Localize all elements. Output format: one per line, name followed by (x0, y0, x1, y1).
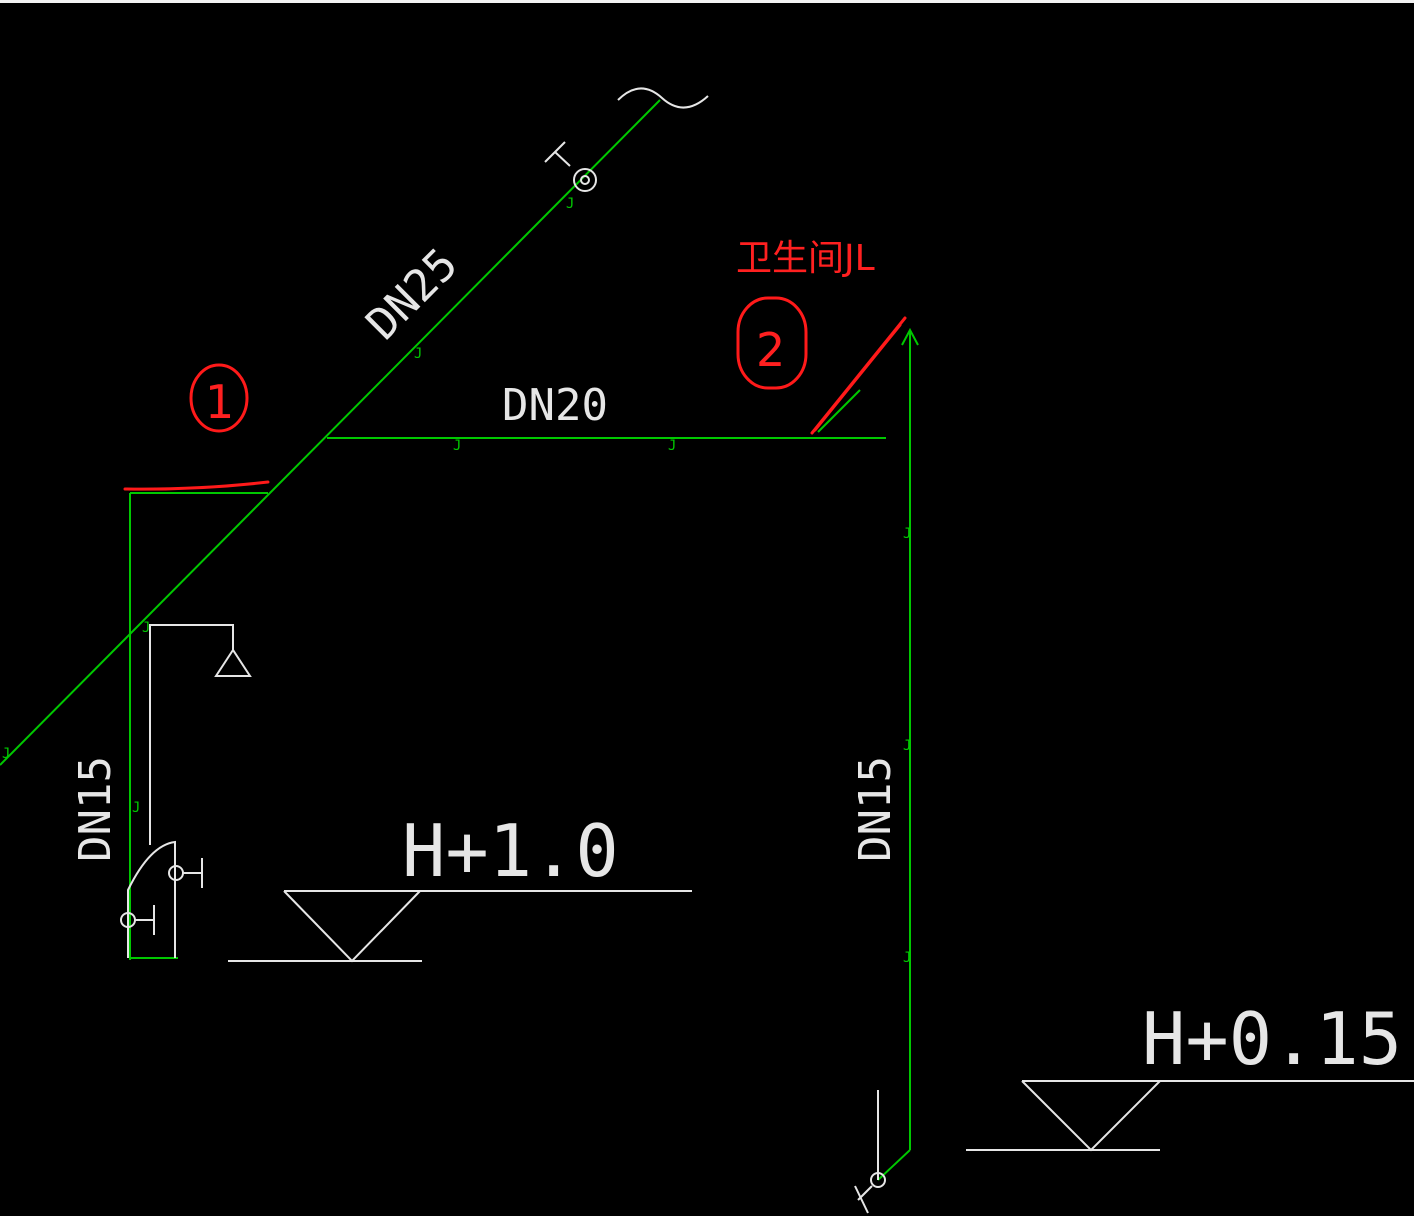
pipe-marker-j: J (142, 620, 150, 636)
mixer-body-icon[interactable] (127, 840, 176, 958)
markup-circle-2 (736, 296, 808, 390)
left-drop-size-label: DN15 (70, 756, 121, 862)
pipe-marker-j: J (132, 800, 140, 816)
valve-handle (544, 141, 566, 163)
pipe-marker-j: J (453, 438, 461, 454)
markup-number-2: 2 (756, 323, 785, 377)
branch-stub-pipe[interactable] (817, 389, 861, 433)
valve-center-icon (580, 175, 590, 185)
break-symbol-icon (617, 87, 709, 109)
main-riser-size-label: DN25 (357, 239, 468, 350)
markup-title-label: 卫生间JL (736, 238, 875, 279)
pipe-marker-j: J (903, 738, 911, 754)
bottom-valve-handle (854, 1185, 869, 1214)
pipe-marker-j: J (566, 196, 574, 212)
elevation-2-triangle-icon (1021, 1080, 1161, 1152)
window-top-border (0, 0, 1414, 3)
right-drop-size-label: DN15 (850, 756, 901, 862)
elevation-2-label: H+0.15 (1142, 997, 1402, 1081)
main-riser-pipe[interactable] (0, 99, 661, 766)
elevation-1-triangle-icon (283, 890, 421, 963)
markup-circle-1 (189, 363, 249, 433)
shower-head-icon[interactable] (214, 648, 252, 677)
pipe-marker-j: J (2, 746, 10, 762)
pipe-marker-j: J (668, 438, 676, 454)
pipe-marker-j: J (903, 950, 911, 966)
pipe-marker-j: J (903, 526, 911, 542)
markup-underline-1 (123, 480, 270, 491)
markup-number-1: 1 (205, 375, 234, 429)
valve-stem (554, 151, 571, 167)
upper-branch-size-label: DN20 (502, 380, 608, 431)
valve-icon[interactable] (573, 168, 597, 192)
elevation-1-label: H+1.0 (402, 809, 619, 893)
pipe-marker-j: J (414, 346, 422, 362)
right-riser-arrow-icon (901, 327, 919, 346)
markup-stroke-2b (813, 323, 902, 432)
shower-pipe (149, 624, 234, 845)
bottom-valve-icon[interactable] (870, 1172, 886, 1188)
